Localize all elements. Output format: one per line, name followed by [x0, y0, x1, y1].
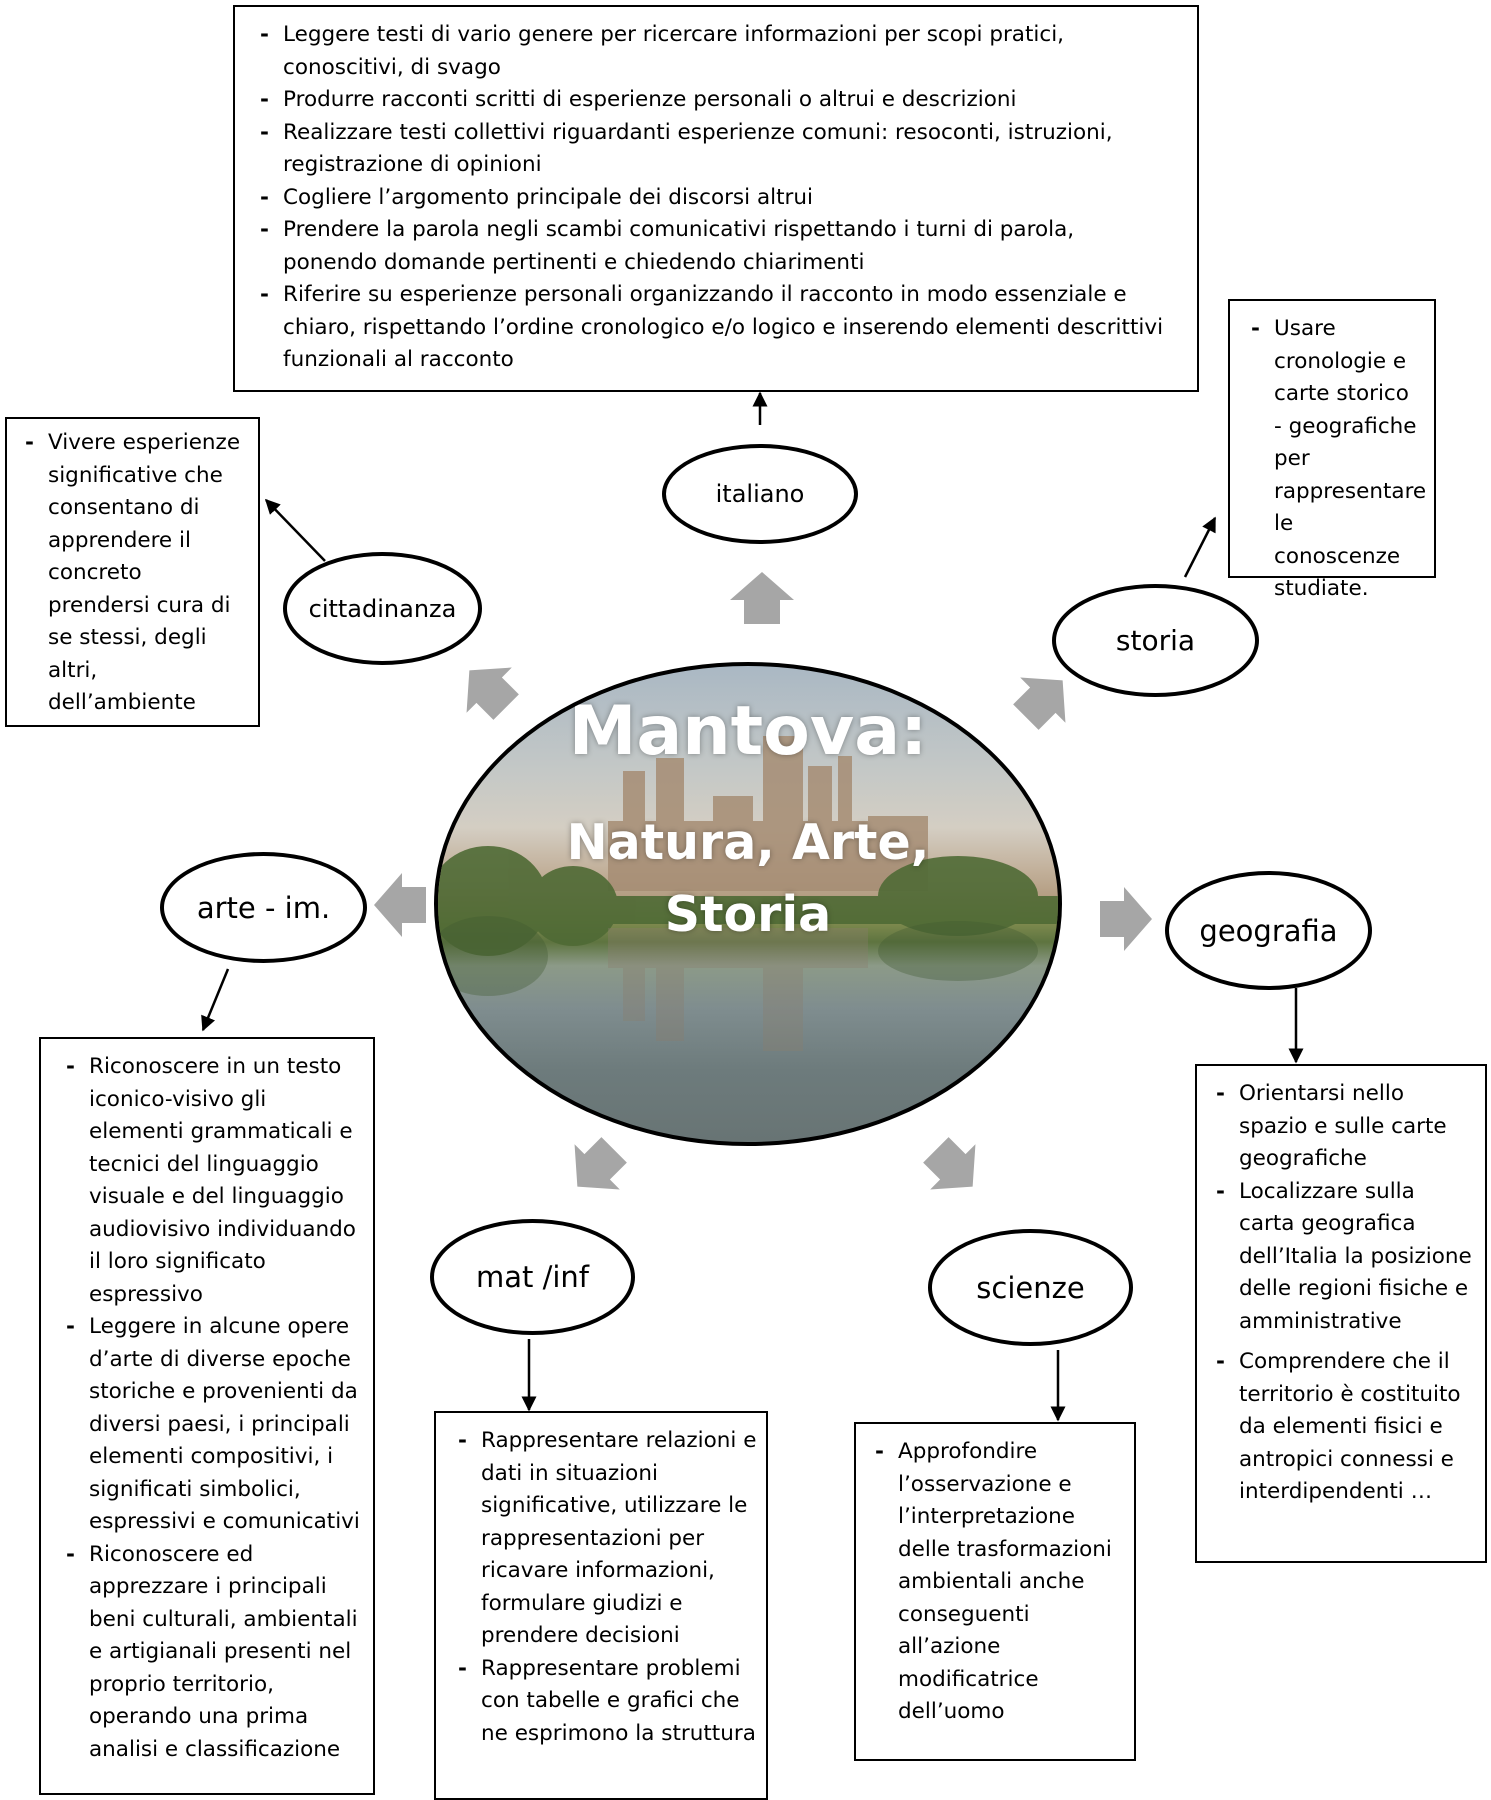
- arrow-arte-to-box: [201, 968, 230, 1032]
- list-item: Riferire su esperienze personali organiz…: [245, 279, 1167, 377]
- geografia-objectives-list: Orientarsi nello spazio e sulle carte ge…: [1201, 1078, 1475, 1509]
- node-matinf-label: mat /inf: [475, 1260, 590, 1294]
- arrow-storia-to-box: [1183, 516, 1217, 578]
- node-italiano-label: italiano: [715, 480, 805, 508]
- list-item: Orientarsi nello spazio e sulle carte ge…: [1201, 1078, 1475, 1176]
- central-subtitle-line2: Storia: [664, 886, 832, 943]
- node-geografia-label: geografia: [1199, 913, 1338, 948]
- list-item: Riconoscere ed apprezzare i principali b…: [51, 1539, 363, 1767]
- list-item: Produrre racconti scritti di esperienze …: [245, 84, 1167, 117]
- list-item: Rappresentare relazioni e dati in situaz…: [443, 1425, 758, 1653]
- geografia-objectives-box: Orientarsi nello spazio e sulle carte ge…: [1195, 1064, 1487, 1563]
- list-item: Cogliere l’argomento principale dei disc…: [245, 182, 1167, 215]
- list-item: Leggere testi di vario genere per ricerc…: [245, 19, 1167, 84]
- block-arrow-to-geografia: [1100, 887, 1152, 951]
- scienze-objectives-box: Approfondire l’osservazione e l’interpre…: [854, 1422, 1136, 1761]
- arrow-cittadinanza-to-box: [264, 498, 326, 562]
- node-cittadinanza: cittadinanza: [283, 552, 482, 665]
- list-item: Vivere esperienze significative che cons…: [10, 427, 248, 720]
- block-arrow-to-arte: [374, 873, 426, 937]
- node-storia-label: storia: [1115, 624, 1196, 657]
- node-matinf: mat /inf: [430, 1219, 635, 1335]
- scienze-objectives-list: Approfondire l’osservazione e l’interpre…: [860, 1436, 1126, 1729]
- central-title: Mantova:: [568, 692, 928, 771]
- italiano-objectives-list: Leggere testi di vario genere per ricerc…: [245, 19, 1167, 377]
- node-cittadinanza-label: cittadinanza: [308, 594, 457, 623]
- arte-objectives-box: Riconoscere in un testo iconico-visivo g…: [39, 1037, 375, 1795]
- arte-objectives-list: Riconoscere in un testo iconico-visivo g…: [51, 1051, 363, 1766]
- city-skyline-image: [438, 736, 1058, 1051]
- matinf-objectives-list: Rappresentare relazioni e dati in situaz…: [443, 1425, 758, 1750]
- list-item: Localizzare sulla carta geografica dell’…: [1201, 1176, 1475, 1339]
- list-item: Approfondire l’osservazione e l’interpre…: [860, 1436, 1126, 1729]
- list-item: Rappresentare problemi con tabelle e gra…: [443, 1653, 758, 1751]
- list-item: Riconoscere in un testo iconico-visivo g…: [51, 1051, 363, 1311]
- node-geografia: geografia: [1165, 871, 1372, 990]
- node-arte: arte - im.: [160, 852, 367, 963]
- node-storia: storia: [1052, 584, 1259, 697]
- list-item: Leggere in alcune opere d’arte di divers…: [51, 1311, 363, 1539]
- cittadinanza-objectives-box: Vivere esperienze significative che cons…: [5, 417, 260, 727]
- central-subtitle-line1: Natura, Arte,: [566, 814, 930, 871]
- list-item: Comprendere che il territorio è costitui…: [1201, 1346, 1475, 1509]
- italiano-objectives-box: Leggere testi di vario genere per ricerc…: [233, 5, 1199, 392]
- storia-objectives-list: Usare cronologie e carte storico - geogr…: [1236, 313, 1426, 606]
- storia-objectives-box: Usare cronologie e carte storico - geogr…: [1228, 299, 1436, 601]
- list-item: Realizzare testi collettivi riguardanti …: [245, 117, 1167, 182]
- list-item: Usare cronologie e carte storico - geogr…: [1236, 313, 1426, 606]
- node-italiano: italiano: [662, 444, 858, 544]
- matinf-objectives-box: Rappresentare relazioni e dati in situaz…: [434, 1411, 768, 1800]
- node-scienze-label: scienze: [976, 1270, 1085, 1305]
- node-arte-label: arte - im.: [196, 890, 331, 925]
- node-scienze: scienze: [928, 1229, 1133, 1346]
- cittadinanza-objectives-list: Vivere esperienze significative che cons…: [10, 427, 248, 720]
- list-item: Prendere la parola negli scambi comunica…: [245, 214, 1167, 279]
- central-topic-photo-ellipse: Mantova: Natura, Arte, Storia: [434, 662, 1062, 1146]
- block-arrow-to-italiano: [730, 572, 794, 624]
